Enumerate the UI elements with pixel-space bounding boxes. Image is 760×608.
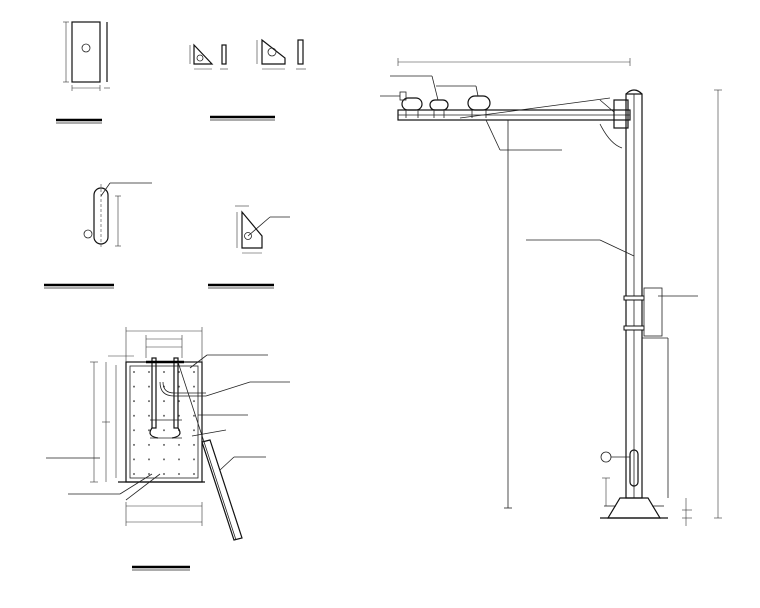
rebar-dot [133,414,135,417]
rebar-dot [148,458,150,461]
rebar-grid [133,371,195,475]
rebar-dot [133,429,135,432]
rebar-dot [193,458,195,461]
rebar-dot [133,400,135,403]
rebar-dot [193,429,195,432]
rebar-dot [193,414,195,417]
rebar-dot [193,400,195,403]
rebar-dot [178,443,180,446]
rebar-dot [163,458,165,461]
rebar-dot [133,385,135,388]
rebar-dot [133,458,135,461]
rebar-dot [148,414,150,417]
rebar-dot [148,443,150,446]
insulator-3 [467,95,491,118]
insulator-2 [429,99,449,118]
gusset-detail [208,205,290,289]
rebar-dot [178,473,180,475]
rebar-dot [163,473,165,475]
rebar-dot [163,414,165,417]
rebar-dot [178,458,180,461]
plate-rect-detail [56,21,110,124]
rebar-dot [148,429,150,432]
triangle-bracket-large [256,38,306,70]
insulator-1 [399,91,423,118]
rebar-dot [133,473,135,475]
rebar-dot [163,429,165,432]
rebar-dot [193,385,195,388]
slotted-plate-detail [44,182,152,289]
rebar-dot [148,385,150,388]
rebar-dot [133,371,135,373]
rebar-dot [148,400,150,403]
rebar-dot [163,371,165,373]
rebar-dot [163,400,165,403]
foundation-section [46,327,290,571]
rebar-dot [193,473,195,475]
rebar-dot [193,443,195,446]
rebar-dot [163,443,165,446]
rebar-dot [148,473,150,475]
rebar-dot [133,443,135,446]
rebar-dot [193,371,195,373]
triangle-bracket-small [189,43,275,121]
pole-elevation [380,58,722,526]
rebar-dot [148,371,150,373]
